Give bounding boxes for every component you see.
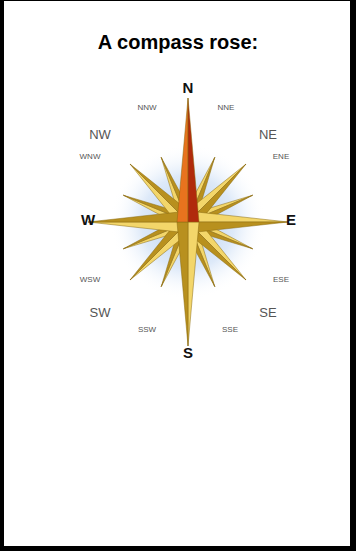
title: A compass rose: xyxy=(0,31,356,54)
direction-label: N xyxy=(183,80,194,95)
direction-label: S xyxy=(183,345,193,360)
direction-label: SW xyxy=(90,306,111,319)
rose-point xyxy=(88,211,188,222)
direction-label: NE xyxy=(259,128,277,141)
direction-label: ENE xyxy=(273,153,289,161)
direction-label: SE xyxy=(259,306,276,319)
direction-label: E xyxy=(286,212,296,227)
direction-label: SSW xyxy=(138,326,156,334)
direction-label: NW xyxy=(89,128,111,141)
rose-point xyxy=(188,98,199,222)
rose-point xyxy=(188,222,199,346)
direction-label: SSE xyxy=(222,326,238,334)
rose-points xyxy=(88,98,288,346)
rose-point xyxy=(88,222,188,233)
rose-point xyxy=(177,222,188,346)
direction-label: WNW xyxy=(80,153,101,161)
direction-label: W xyxy=(81,212,95,227)
direction-label: NNE xyxy=(218,104,235,112)
direction-label: ESE xyxy=(273,276,289,284)
direction-label: NNW xyxy=(137,104,156,112)
rose-point xyxy=(188,211,288,222)
direction-label: WSW xyxy=(80,276,100,284)
rose-point xyxy=(188,222,288,233)
rose-point xyxy=(177,98,188,222)
